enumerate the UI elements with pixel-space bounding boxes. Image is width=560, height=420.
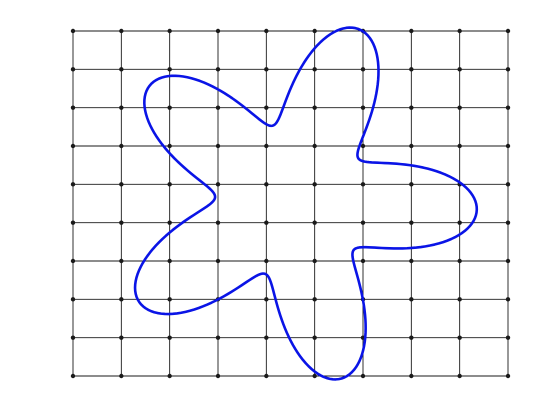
grid-node: [70, 258, 76, 264]
grid-node: [264, 220, 269, 225]
grid-node: [167, 373, 172, 379]
grid-node: [409, 182, 414, 187]
grid-node: [457, 297, 462, 302]
grid-node: [264, 143, 269, 149]
grid-node: [312, 258, 317, 264]
grid-node: [215, 335, 221, 340]
grid-node: [409, 297, 414, 302]
grid-nodes: [70, 28, 511, 379]
grid-node: [215, 220, 221, 225]
grid-node: [457, 258, 462, 264]
grid-node: [505, 28, 511, 34]
grid-node: [312, 105, 317, 110]
grid-node: [457, 220, 462, 225]
grid-node: [215, 143, 221, 149]
grid-node: [167, 182, 172, 187]
grid-node: [119, 220, 124, 225]
grid-node: [119, 67, 124, 72]
grid-node: [457, 373, 462, 379]
grid-node: [264, 182, 269, 187]
grid-node: [409, 335, 414, 340]
grid-node: [119, 373, 124, 379]
grid-node: [70, 297, 76, 302]
grid-node: [457, 335, 462, 340]
grid-lines: [72, 30, 509, 377]
grid-node: [312, 335, 317, 340]
grid-node: [312, 297, 317, 302]
grid-node: [119, 258, 124, 264]
grid-node: [409, 105, 414, 110]
grid-node: [215, 182, 221, 187]
grid-node: [312, 182, 317, 187]
grid-node: [264, 297, 269, 302]
grid-node: [264, 335, 269, 340]
grid-node: [312, 220, 317, 225]
grid-node: [457, 67, 462, 72]
grid-node: [167, 258, 172, 264]
grid-node: [264, 373, 269, 379]
grid-node: [505, 258, 511, 264]
grid-node: [505, 297, 511, 302]
five-lobed-curve: [133, 26, 479, 381]
grid-node: [264, 67, 269, 72]
grid-node: [312, 373, 317, 379]
grid-node: [360, 258, 366, 264]
grid-node: [167, 297, 172, 302]
grid-node: [167, 28, 172, 34]
grid-node: [70, 105, 76, 110]
grid-node: [505, 220, 511, 225]
grid-node: [312, 67, 317, 72]
grid-node: [70, 335, 76, 340]
grid-node: [119, 143, 124, 149]
grid-node: [360, 105, 366, 110]
grid-node: [119, 28, 124, 34]
grid-node: [505, 143, 511, 149]
grid-node: [360, 67, 366, 72]
grid-node: [167, 335, 172, 340]
grid-node: [70, 67, 76, 72]
grid-node: [409, 220, 414, 225]
grid-node: [409, 373, 414, 379]
grid-node: [505, 105, 511, 110]
grid-node: [264, 28, 269, 34]
grid-node: [215, 67, 221, 72]
grid-node: [264, 105, 269, 110]
grid-node: [505, 67, 511, 72]
grid-node: [70, 143, 76, 149]
grid-node: [360, 220, 366, 225]
grid-node: [360, 143, 366, 149]
grid-node: [119, 105, 124, 110]
grid-node: [409, 143, 414, 149]
grid-node: [70, 373, 76, 379]
grid-node: [119, 335, 124, 340]
grid-node: [167, 105, 172, 110]
grid-node: [409, 67, 414, 72]
grid-node: [505, 373, 511, 379]
grid-node: [457, 105, 462, 110]
grid-node: [70, 28, 76, 34]
grid-node: [215, 258, 221, 264]
grid-node: [409, 258, 414, 264]
grid-node: [167, 67, 172, 72]
grid-node: [312, 143, 317, 149]
grid-node: [457, 28, 462, 34]
grid-node: [167, 220, 172, 225]
grid-node: [70, 220, 76, 225]
grid-node: [215, 28, 221, 34]
grid-node: [167, 143, 172, 149]
grid-node: [457, 143, 462, 149]
grid-node: [119, 182, 124, 187]
grid-node: [505, 335, 511, 340]
grid-node: [360, 182, 366, 187]
grid-node: [215, 105, 221, 110]
grid-node: [360, 373, 366, 379]
grid-node: [505, 182, 511, 187]
grid-node: [409, 28, 414, 34]
grid-node: [70, 182, 76, 187]
grid-node: [215, 373, 221, 379]
grid-node: [312, 28, 317, 34]
grid-node: [119, 297, 124, 302]
grid-node: [264, 258, 269, 264]
